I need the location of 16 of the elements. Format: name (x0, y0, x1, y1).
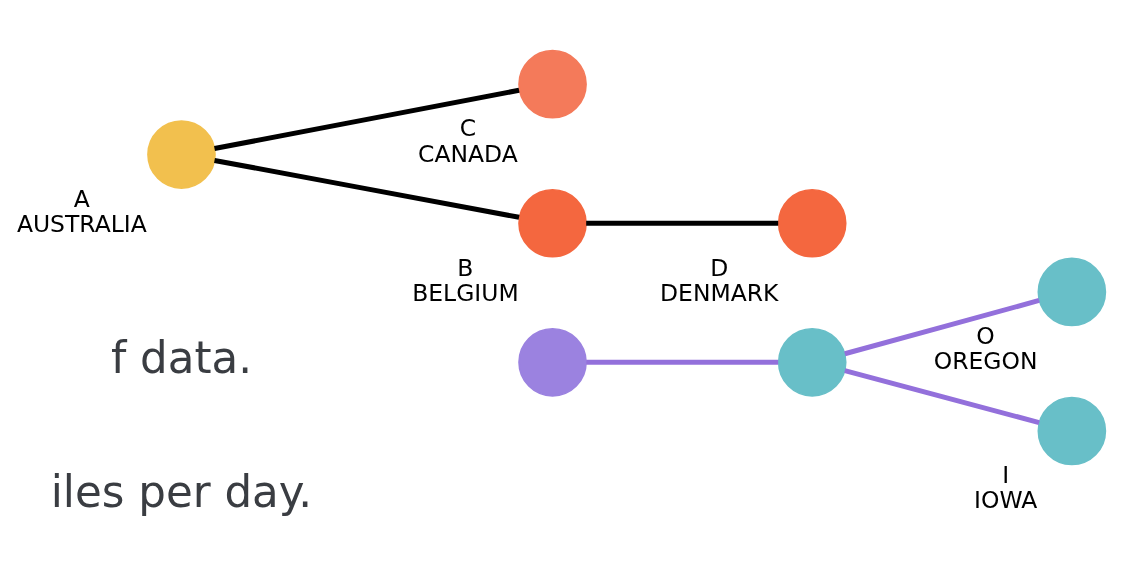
connector (844, 298, 1040, 357)
connector (214, 157, 520, 220)
connector (844, 368, 1040, 426)
node-circle (777, 188, 847, 258)
connector (214, 87, 520, 152)
label: iles per day. (50, 466, 313, 517)
label: f data. (110, 332, 253, 383)
node-circle (518, 49, 587, 119)
node-circle (518, 327, 587, 397)
node-circle (518, 188, 587, 258)
node-circle (777, 327, 847, 397)
node-circle (1037, 257, 1107, 327)
node-circle (147, 120, 216, 189)
node-circle (1037, 396, 1107, 466)
connector (586, 220, 779, 226)
connector (586, 359, 779, 365)
